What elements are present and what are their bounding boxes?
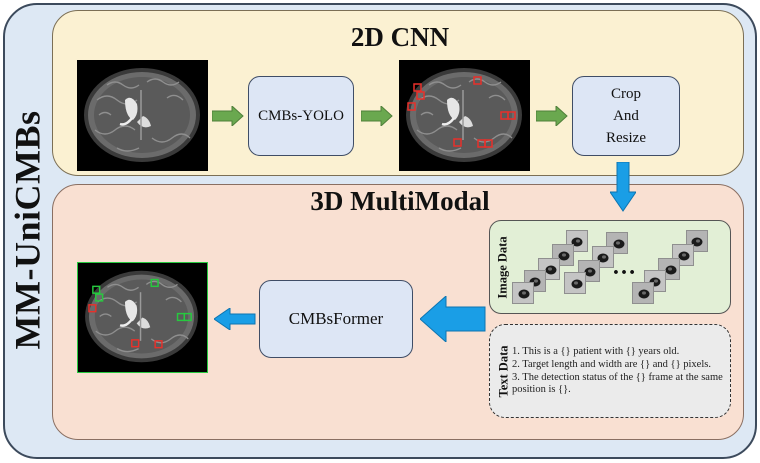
green-right-arrow-icon — [361, 106, 393, 126]
crop-patch — [578, 260, 600, 282]
cmbsformer-box: CMBsFormer — [259, 280, 413, 358]
crop-label-line-3: Resize — [606, 130, 646, 146]
output-mri-image — [77, 262, 208, 373]
framework-title-container: MM-UniCMBs — [4, 60, 50, 400]
crop-patch — [564, 272, 586, 294]
cmbsformer-label: CMBsFormer — [288, 309, 384, 328]
green-right-arrow-icon — [536, 106, 568, 126]
blue-left-arrow-icon — [420, 296, 486, 342]
image-data-label: Image Data — [495, 235, 510, 299]
crop-label-line-2: And — [613, 108, 639, 124]
text-line-2: 2. Target length and width are {} and {}… — [512, 358, 711, 370]
crop-resize-box: Crop And Resize — [572, 76, 680, 156]
text-data-label: Text Data — [496, 345, 511, 397]
output-boxes-red — [88, 304, 163, 349]
section-title-2d: 2D CNN — [350, 22, 450, 52]
text-line-3: 3. The detection status of the {} frame … — [512, 371, 723, 396]
crop-label-line-1: Crop — [610, 86, 641, 102]
crop-patch — [512, 282, 534, 304]
blue-down-arrow-icon — [610, 162, 636, 212]
text-data-lines: 1. This is a {} patient with {} years ol… — [512, 346, 724, 397]
framework-title: MM-UniCMBs — [7, 110, 47, 350]
ellipsis: … — [612, 254, 636, 280]
detection-mri-image — [399, 60, 530, 171]
crop-patch — [632, 282, 654, 304]
input-mri-image — [77, 60, 208, 171]
blue-left-arrow-icon — [214, 308, 256, 330]
detection-boxes — [407, 76, 516, 148]
output-boxes-green — [92, 278, 192, 322]
cmbs-yolo-box: CMBs-YOLO — [248, 76, 354, 156]
green-right-arrow-icon — [212, 106, 244, 126]
section-title-3d: 3D MultiModal — [310, 186, 490, 216]
text-data-panel — [489, 324, 731, 418]
text-line-1: 1. This is a {} patient with {} years ol… — [512, 346, 680, 357]
cmbs-yolo-label: CMBs-YOLO — [258, 108, 344, 124]
